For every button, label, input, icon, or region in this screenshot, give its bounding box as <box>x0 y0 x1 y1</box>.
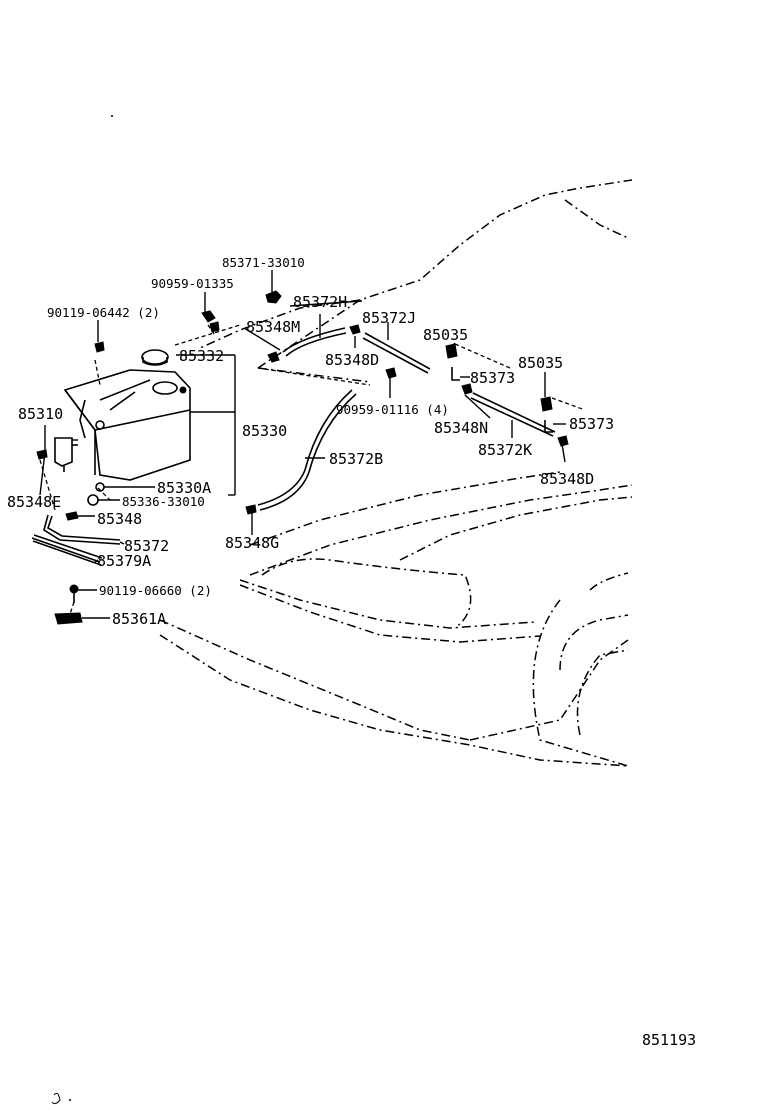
label-85361A: 85361A <box>112 610 166 628</box>
label-85372B: 85372B <box>329 450 383 468</box>
label-85348D-b: 85348D <box>540 470 594 488</box>
tank-cap <box>141 349 169 366</box>
washer-pump <box>54 437 78 472</box>
car-body-outline <box>159 179 633 767</box>
diagram-id-label: 851193 <box>642 1031 696 1049</box>
label-85371-33010: 85371-33010 <box>222 255 305 270</box>
label-85372: 85372 <box>124 537 169 555</box>
label-85310: 85310 <box>18 405 63 423</box>
label-85348G: 85348G <box>225 534 279 552</box>
leader-lines <box>39 270 566 619</box>
label-85348E: 85348E <box>7 493 61 511</box>
label-85348M: 85348M <box>246 318 300 336</box>
label-85373-b: 85373 <box>569 415 614 433</box>
label-85330: 85330 <box>242 422 287 440</box>
washer-hoses <box>31 327 556 566</box>
label-90959-01335: 90959-01335 <box>151 276 234 291</box>
label-85372J: 85372J <box>362 309 416 327</box>
label-85332: 85332 <box>179 347 224 365</box>
label-90959-01116: 90959-01116 (4) <box>336 402 449 417</box>
label-90119-06442: 90119-06442 (2) <box>47 305 160 320</box>
label-85372H: 85372H <box>293 293 347 311</box>
label-85348D-a: 85348D <box>325 351 379 369</box>
label-85348N: 85348N <box>434 419 488 437</box>
washer-tank <box>63 369 191 481</box>
small-fittings <box>36 290 569 625</box>
label-85330A: 85330A <box>157 479 211 497</box>
label-85372K: 85372K <box>478 441 532 459</box>
label-85348: 85348 <box>97 510 142 528</box>
part-labels: 85371-33010 90959-01335 90119-06442 (2) … <box>7 255 696 1049</box>
label-90119-06660: 90119-06660 (2) <box>99 583 212 598</box>
label-85373-a: 85373 <box>470 369 515 387</box>
label-85336-33010: 85336-33010 <box>122 494 205 509</box>
label-85035-b: 85035 <box>518 354 563 372</box>
label-85379A: 85379A <box>97 552 151 570</box>
label-85035-a: 85035 <box>423 326 468 344</box>
scan-specks <box>51 115 113 1105</box>
